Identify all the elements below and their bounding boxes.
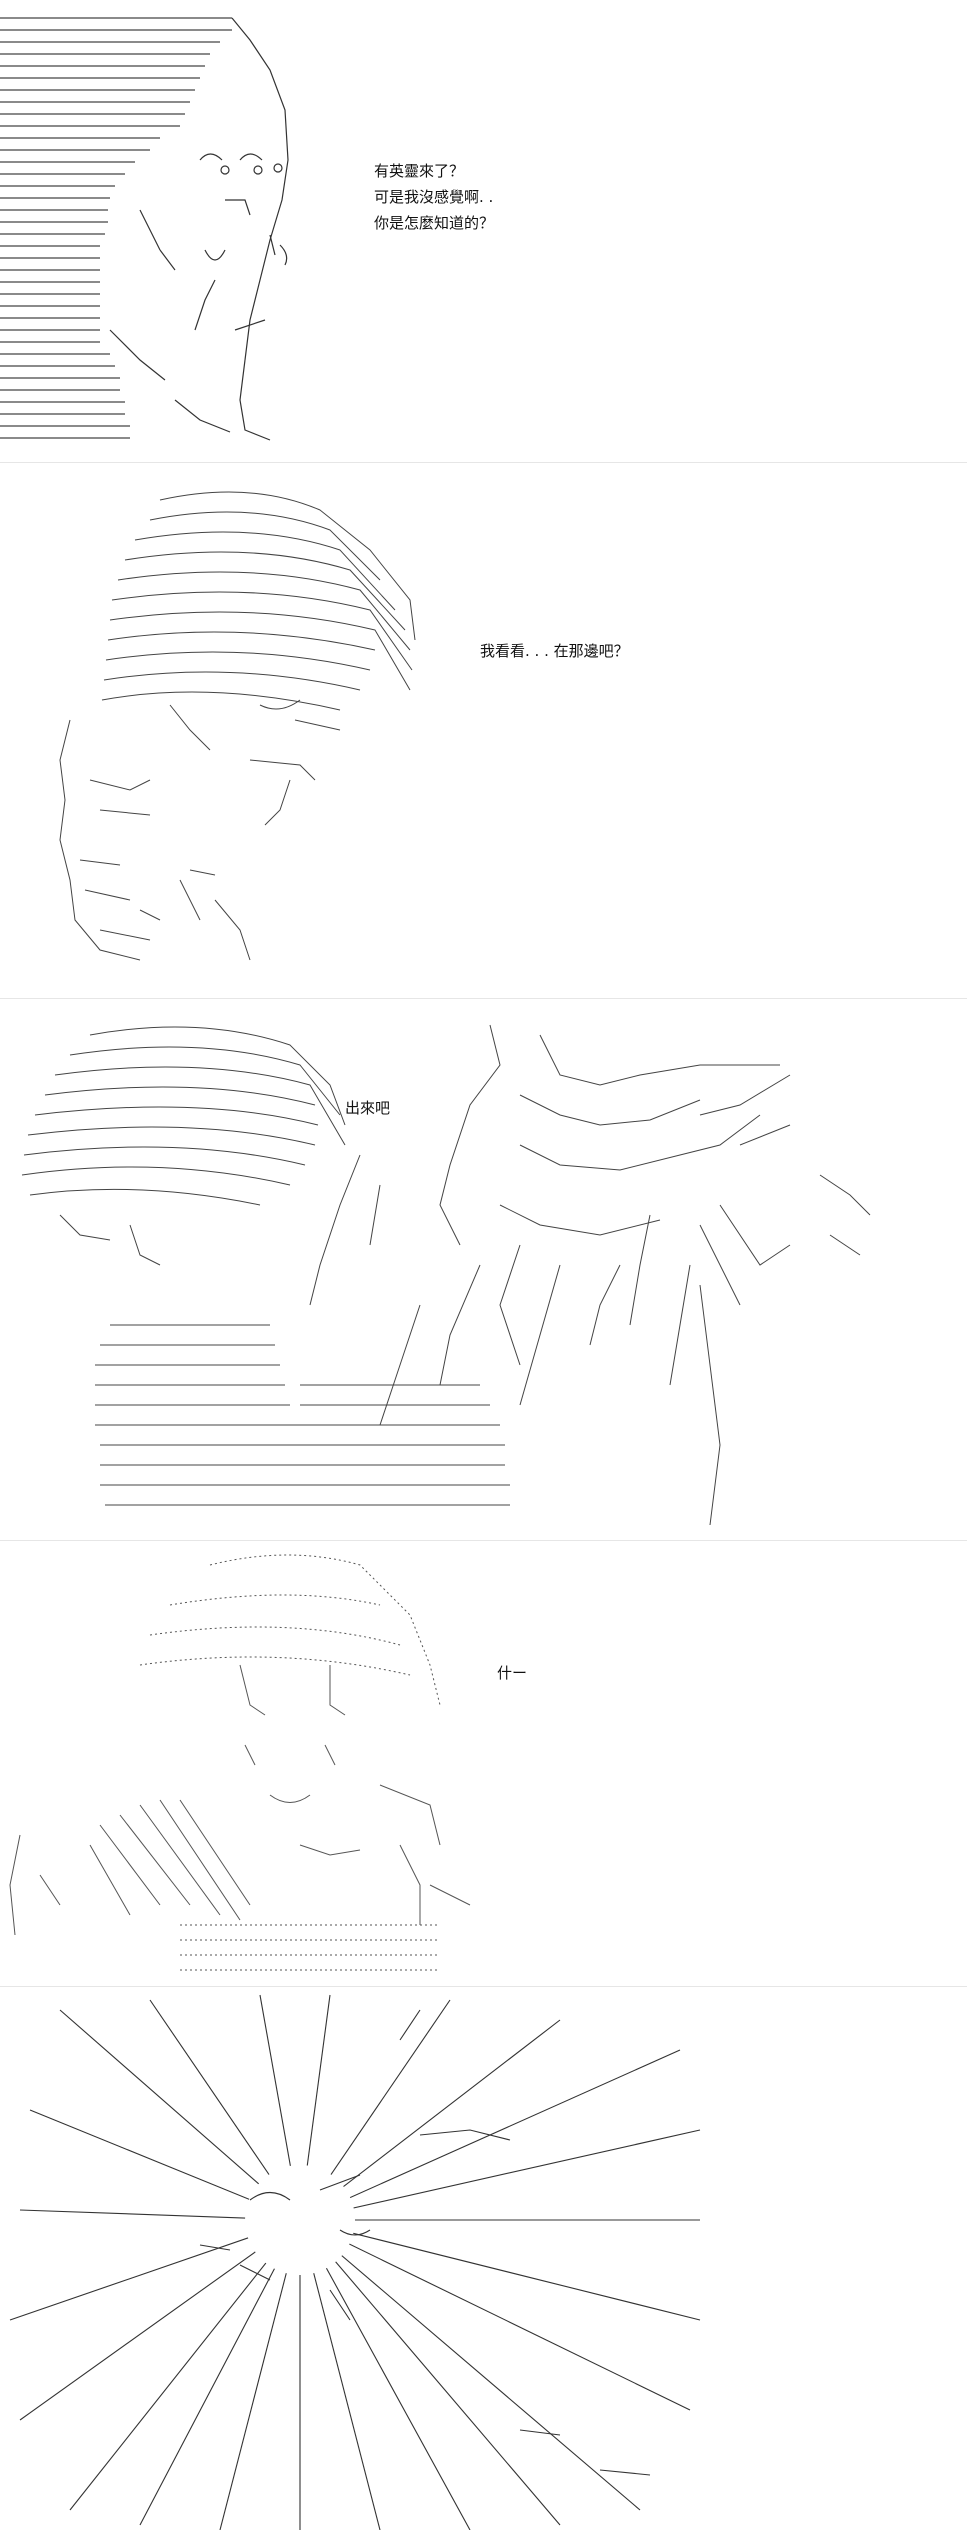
dialogue-line: 什ー: [497, 1664, 528, 1682]
panel-5: [0, 1990, 967, 2540]
panel-1-ascii-art: [0, 0, 300, 455]
panel-divider: [0, 462, 967, 463]
panel-divider: [0, 1540, 967, 1541]
panel-5-ascii-art: [0, 1990, 720, 2530]
panel-divider: [0, 1986, 967, 1987]
panel-divider: [0, 998, 967, 999]
dialogue-line: 有英靈來了？: [374, 162, 465, 180]
panel-2-dialogue: 我看看. . . 在那邊吧？: [480, 638, 629, 664]
panel-3-ascii-art: [0, 1005, 967, 1535]
panel-4: 什ー: [0, 1545, 967, 1980]
dialogue-line: 你是怎麼知道的？: [374, 214, 495, 232]
panel-3: 出來吧: [0, 1005, 967, 1535]
panel-3-dialogue: 出來吧: [345, 1095, 390, 1121]
panel-2-ascii-art: [40, 480, 440, 980]
dialogue-line: 我看看. . . 在那邊吧？: [480, 642, 629, 660]
dialogue-line: 出來吧: [345, 1099, 391, 1117]
panel-4-ascii-art: [0, 1545, 500, 1980]
panel-1: 有英靈來了？ 可是我沒感覺啊. . 你是怎麼知道的？: [0, 0, 967, 455]
panel-4-dialogue: 什ー: [497, 1660, 527, 1686]
panel-2: 我看看. . . 在那邊吧？: [0, 470, 967, 990]
dialogue-line: 可是我沒感覺啊. .: [374, 188, 494, 206]
panel-1-dialogue: 有英靈來了？ 可是我沒感覺啊. . 你是怎麼知道的？: [374, 158, 494, 236]
